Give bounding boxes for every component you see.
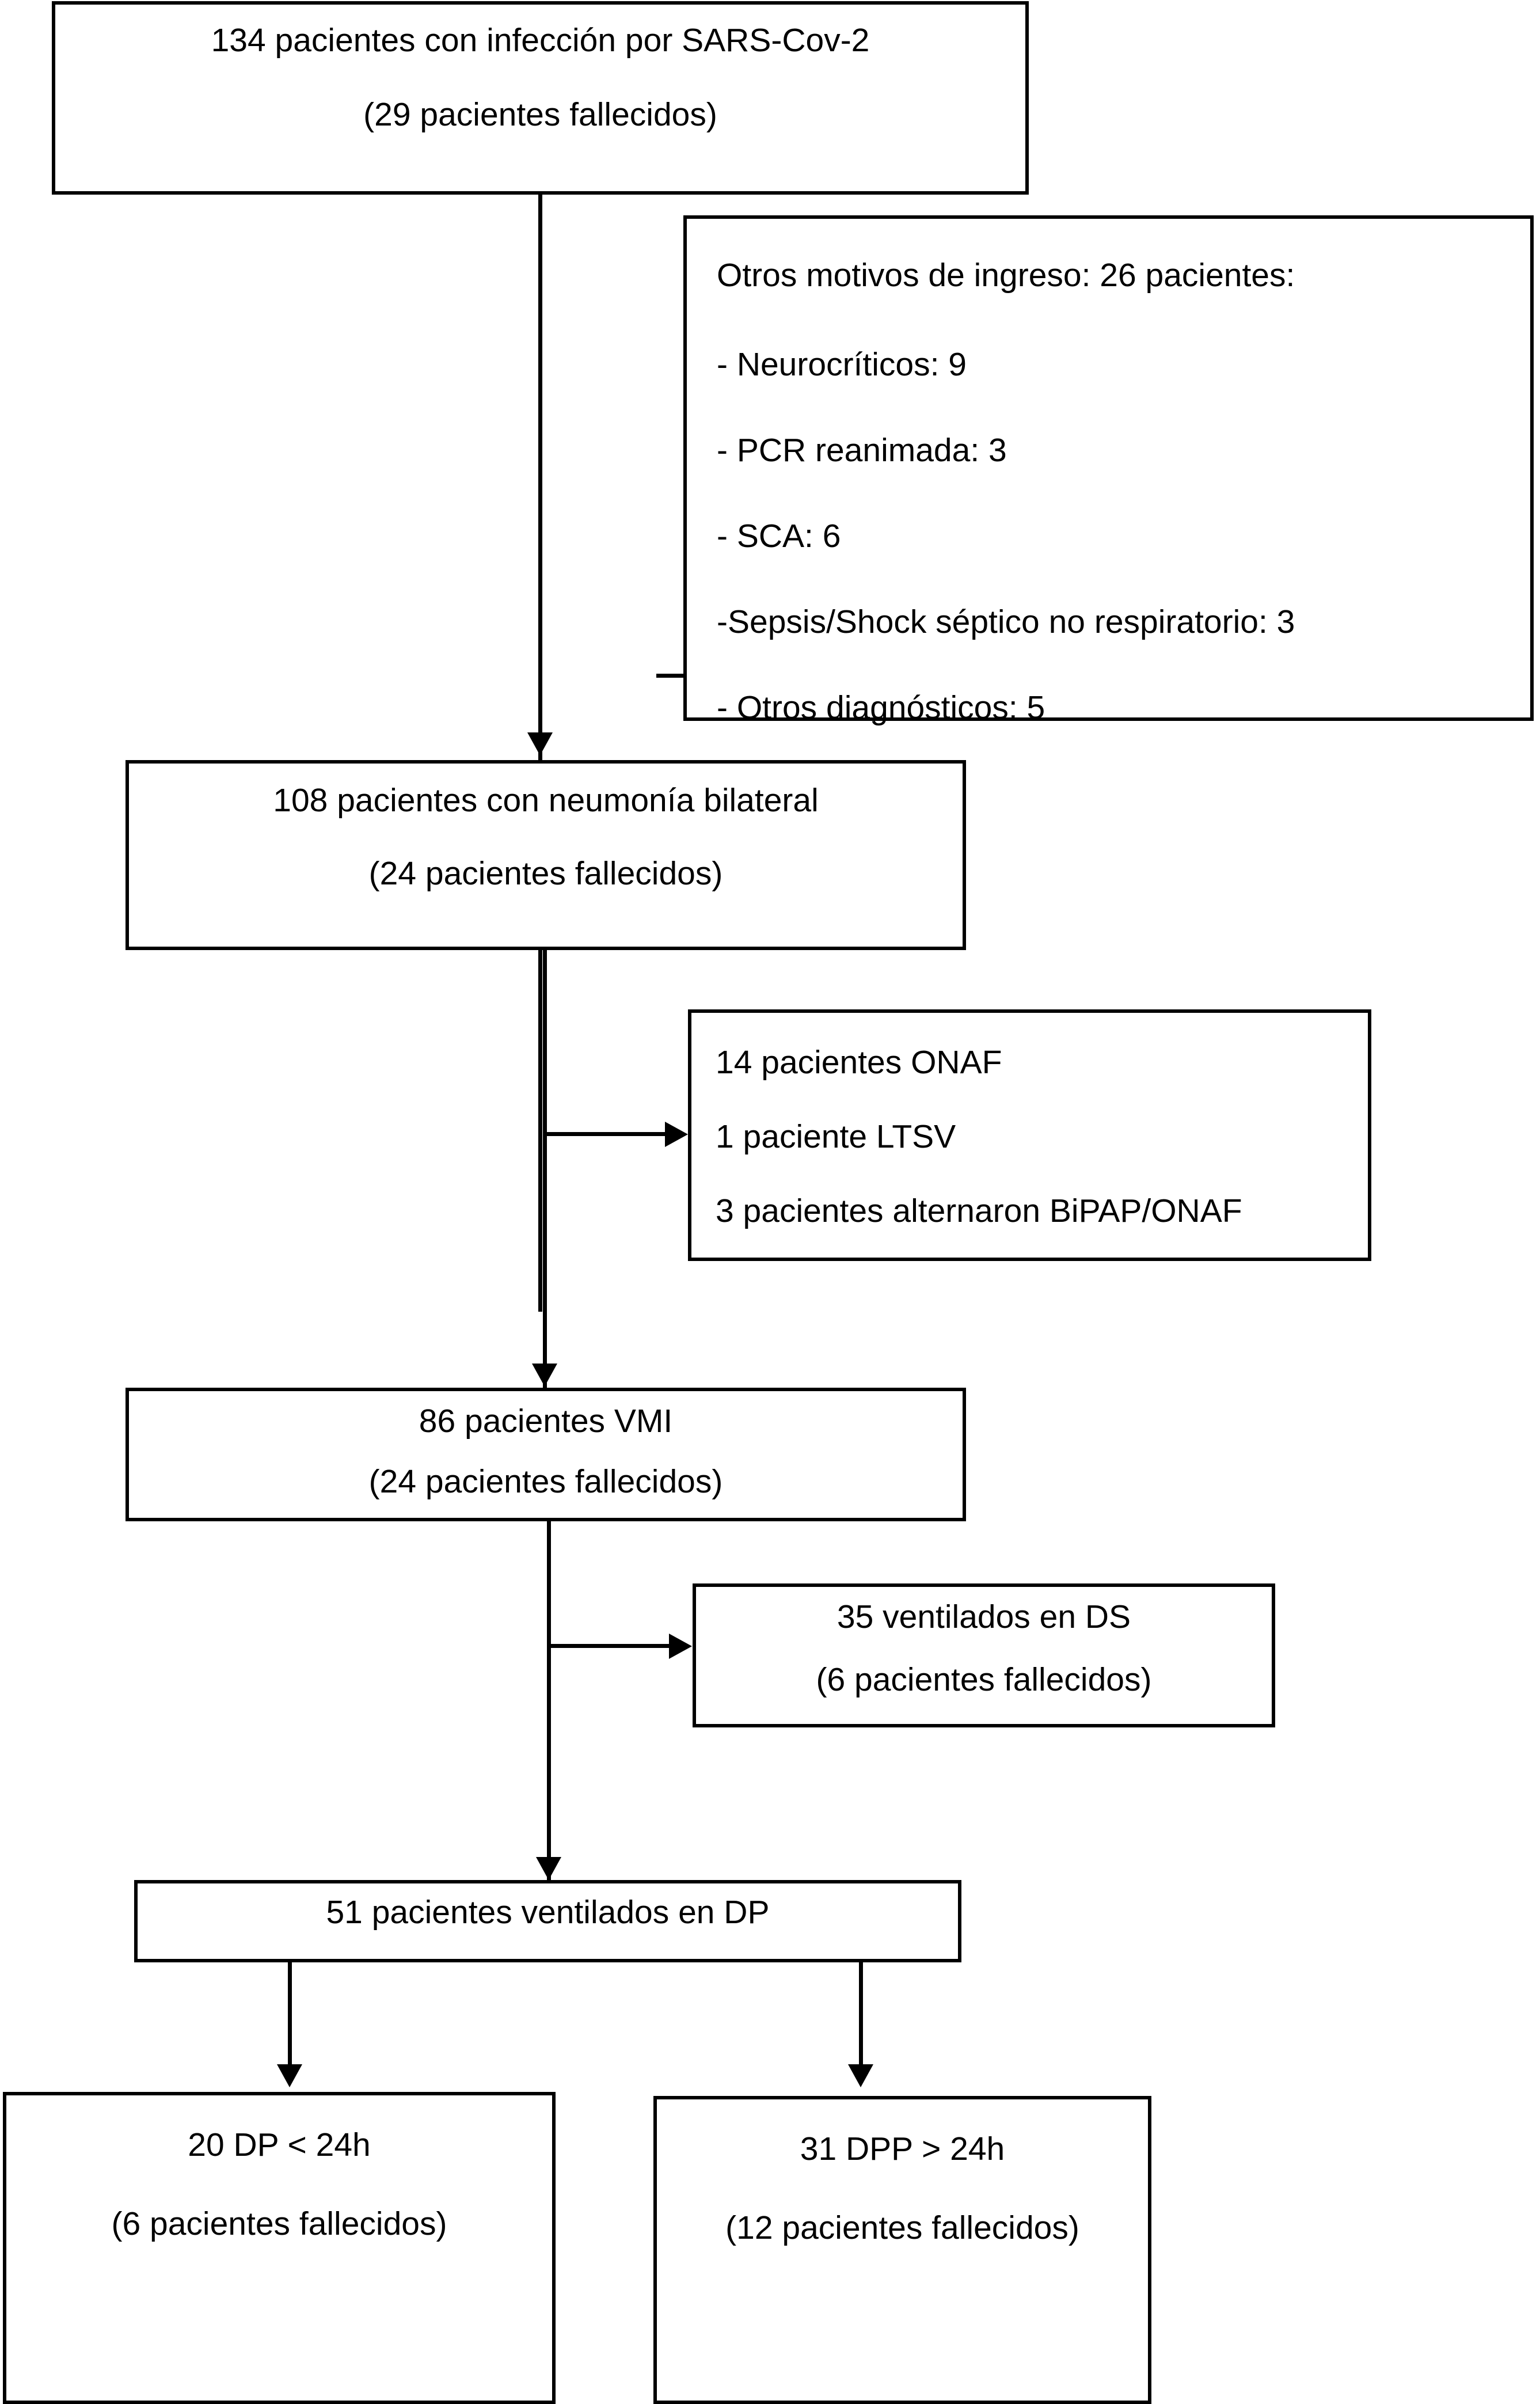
connector-vmi-to-supine: [547, 1644, 671, 1648]
noninvasive-item-onaf: 14 pacientes ONAF: [716, 1044, 1002, 1081]
other-reasons-item-neurocriticos: - Neurocríticos: 9: [717, 346, 967, 383]
node-non-invasive-support: 14 pacientes ONAF 1 paciente LTSV 3 paci…: [688, 1009, 1371, 1261]
bilateral-pneumonia-line1: 108 pacientes con neumonía bilateral: [273, 782, 819, 819]
total-cohort-line2: (29 pacientes fallecidos): [363, 96, 717, 133]
bilateral-pneumonia-line2: (24 pacientes fallecidos): [368, 855, 723, 892]
arrowhead-total-to-pneumonia: [527, 732, 553, 755]
node-prone-under-24h: 20 DP < 24h (6 pacientes fallecidos): [3, 2092, 556, 2404]
arrowhead-prone-to-over24: [848, 2064, 873, 2087]
arrowhead-vmi-to-supine: [669, 1634, 692, 1659]
node-other-admission-reasons: Otros motivos de ingreso: 26 pacientes: …: [683, 215, 1534, 726]
connector-pneumonia-to-vmi: [543, 950, 547, 1388]
other-reasons-item-sepsis-shock: -Sepsis/Shock séptico no respiratorio: 3: [717, 603, 1295, 640]
connector-prone-to-over24: [859, 1962, 863, 2075]
other-reasons-item-otros-diagnosticos: - Otros diagnósticos: 5: [717, 689, 1045, 726]
prone-under-24h-line1: 20 DP < 24h: [188, 2126, 371, 2163]
arrowhead-pneumonia-to-vmi: [532, 1364, 557, 1387]
node-prone-over-24h: 31 DPP > 24h (12 pacientes fallecidos): [653, 2096, 1151, 2404]
prone-under-24h-line2: (6 pacientes fallecidos): [111, 2205, 447, 2242]
connector-total-to-other-reasons: [656, 674, 688, 678]
noninvasive-item-ltsv: 1 paciente LTSV: [716, 1118, 956, 1155]
invasive-ventilation-line1: 86 pacientes VMI: [419, 1403, 673, 1440]
other-reasons-header: Otros motivos de ingreso: 26 pacientes:: [717, 257, 1295, 294]
arrowhead-prone-to-under24: [277, 2064, 302, 2087]
invasive-ventilation-line2: (24 pacientes fallecidos): [368, 1463, 723, 1500]
connector-pneumonia-to-noninvasive: [543, 1132, 667, 1136]
prone-over-24h-line2: (12 pacientes fallecidos): [725, 2209, 1079, 2246]
noninvasive-item-bipap-onaf: 3 pacientes alternaron BiPAP/ONAF: [716, 1192, 1242, 1229]
connector-vmi-to-prone: [547, 1521, 551, 1881]
node-invasive-ventilation: 86 pacientes VMI (24 pacientes fallecido…: [126, 1388, 966, 1521]
prone-over-24h-line1: 31 DPP > 24h: [800, 2130, 1005, 2167]
supine-ventilated-line2: (6 pacientes fallecidos): [816, 1661, 1152, 1698]
arrowhead-pneumonia-to-noninvasive: [665, 1122, 688, 1147]
other-reasons-item-sca: - SCA: 6: [717, 518, 841, 555]
node-prone-ventilated: 51 pacientes ventilados en DP: [134, 1880, 961, 1962]
node-total-cohort: 134 pacientes con infección por SARS-Cov…: [52, 1, 1029, 195]
total-cohort-line1: 134 pacientes con infección por SARS-Cov…: [211, 22, 870, 59]
supine-ventilated-line1: 35 ventilados en DS: [836, 1598, 1131, 1635]
prone-ventilated-line1: 51 pacientes ventilados en DP: [326, 1894, 770, 1931]
other-reasons-item-pcr-reanimada: - PCR reanimada: 3: [717, 432, 1007, 469]
connector-prone-to-under24: [288, 1962, 292, 2075]
arrowhead-vmi-to-prone: [536, 1857, 561, 1880]
node-bilateral-pneumonia: 108 pacientes con neumonía bilateral (24…: [126, 760, 966, 950]
node-supine-ventilated: 35 ventilados en DS (6 pacientes falleci…: [693, 1583, 1275, 1727]
